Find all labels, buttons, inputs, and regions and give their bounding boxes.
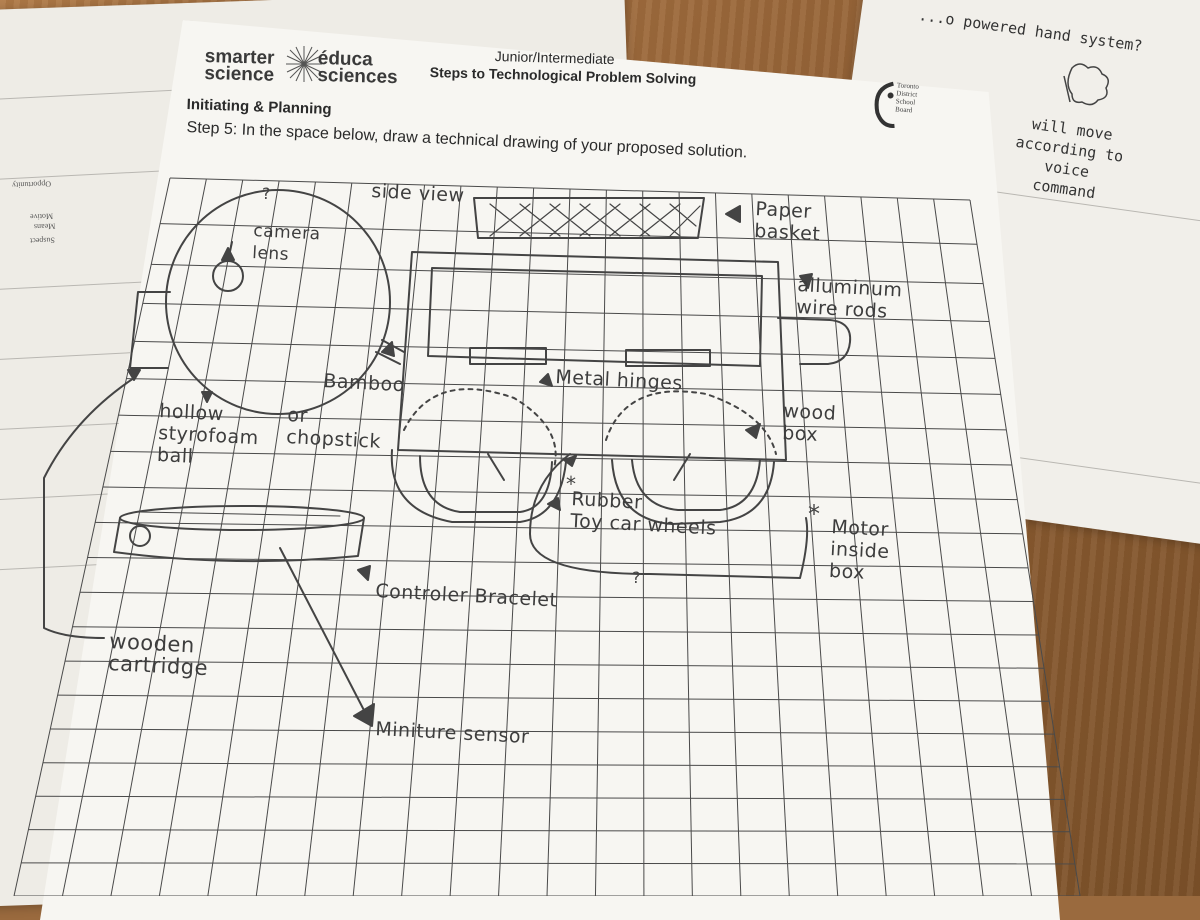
label-camera-lens: camera lens <box>251 220 322 265</box>
grid-line-vertical <box>860 196 936 896</box>
label-bamboo: Bamboo <box>322 370 406 397</box>
grid-line-horizontal <box>142 302 990 323</box>
camera-lens-sketch <box>212 260 244 292</box>
grid-line-horizontal <box>72 626 1039 636</box>
grid-line-horizontal <box>118 414 1007 431</box>
label-wood-box: wood box <box>781 400 837 446</box>
graph-paper-grid <box>13 177 1081 896</box>
grid-line-vertical <box>642 190 645 896</box>
grid-line-horizontal <box>160 223 978 245</box>
grid-line-horizontal <box>21 862 1075 865</box>
grid-line-vertical <box>546 188 571 896</box>
grid-line-horizontal <box>28 829 1070 833</box>
grid-line-horizontal <box>126 378 1001 395</box>
label-paper-basket: Paper basket <box>753 198 821 246</box>
grid-line-vertical <box>969 199 1081 896</box>
grid-line-horizontal <box>79 591 1034 603</box>
label-motor: Motor inside box <box>828 516 891 584</box>
grid-line-vertical <box>594 189 607 896</box>
grid-line-vertical <box>498 187 535 896</box>
school-board-logo-icon <box>874 81 895 128</box>
grid-line-horizontal <box>42 762 1060 768</box>
aluminum-rods-sketch <box>777 317 852 365</box>
controller-bracelet-sketch <box>113 505 365 563</box>
asterisk-motor: * <box>808 500 820 528</box>
grid-line-vertical <box>61 178 207 896</box>
asterisk-wheels: * <box>566 472 576 496</box>
grid-line-vertical <box>304 183 389 896</box>
grid-line-horizontal <box>110 450 1012 466</box>
label-aluminum-rods: alluminum wire rods <box>795 274 903 323</box>
grid-line-vertical <box>13 177 171 896</box>
grid-line-horizontal <box>151 263 984 285</box>
grid-line-horizontal <box>50 728 1055 735</box>
grid-line-horizontal <box>95 521 1023 535</box>
metal-hinge-right <box>625 349 711 367</box>
question-mark-top: ? <box>262 184 271 203</box>
grid-line-vertical <box>787 194 839 896</box>
grid-line-vertical <box>401 185 462 896</box>
metal-hinge-left <box>469 347 547 365</box>
grid-line-vertical <box>933 198 1033 896</box>
grid-line-horizontal <box>65 660 1045 669</box>
grid-line-vertical <box>255 182 353 896</box>
rubber-wheels-sketch <box>390 388 777 525</box>
grid-line-vertical <box>714 192 742 896</box>
leader-line-sensor <box>279 547 369 719</box>
grid-line-horizontal <box>102 486 1018 501</box>
grid-line-vertical <box>824 195 887 896</box>
grid-line-vertical <box>158 180 280 896</box>
label-styrofoam-ball: hollow styrofoam ball <box>156 400 260 468</box>
styrofoam-ball-sketch <box>165 189 391 415</box>
label-wooden-cartridge: wooden cartridge <box>107 629 209 681</box>
grid-line-vertical <box>678 191 693 896</box>
wood-box-sketch <box>397 251 787 461</box>
grid-line-vertical <box>751 193 790 896</box>
grid-line-vertical <box>449 186 498 896</box>
label-or-chopstick: or chopstick <box>285 404 382 453</box>
grid-line-vertical <box>207 181 316 896</box>
question-mark-bracelet: ? <box>632 568 641 587</box>
grid-line-horizontal <box>134 340 996 359</box>
label-rubber-wheels: Rubber Toy car wheels <box>569 488 718 540</box>
grid-line-horizontal <box>169 177 971 201</box>
grid-line-horizontal <box>57 694 1050 702</box>
hand-cloud-doodle <box>1063 63 1109 106</box>
paper-basket-sketch <box>473 197 705 239</box>
logo-starburst-icon <box>286 46 322 82</box>
technical-drawing <box>13 177 1081 896</box>
grid-line-horizontal <box>35 795 1065 800</box>
grid-line-vertical <box>896 197 984 896</box>
grid-line-vertical <box>110 179 244 896</box>
grid-line-vertical <box>352 184 426 896</box>
leader-line-cartridge <box>43 377 135 639</box>
wooden-cartridge-sketch <box>129 291 171 369</box>
